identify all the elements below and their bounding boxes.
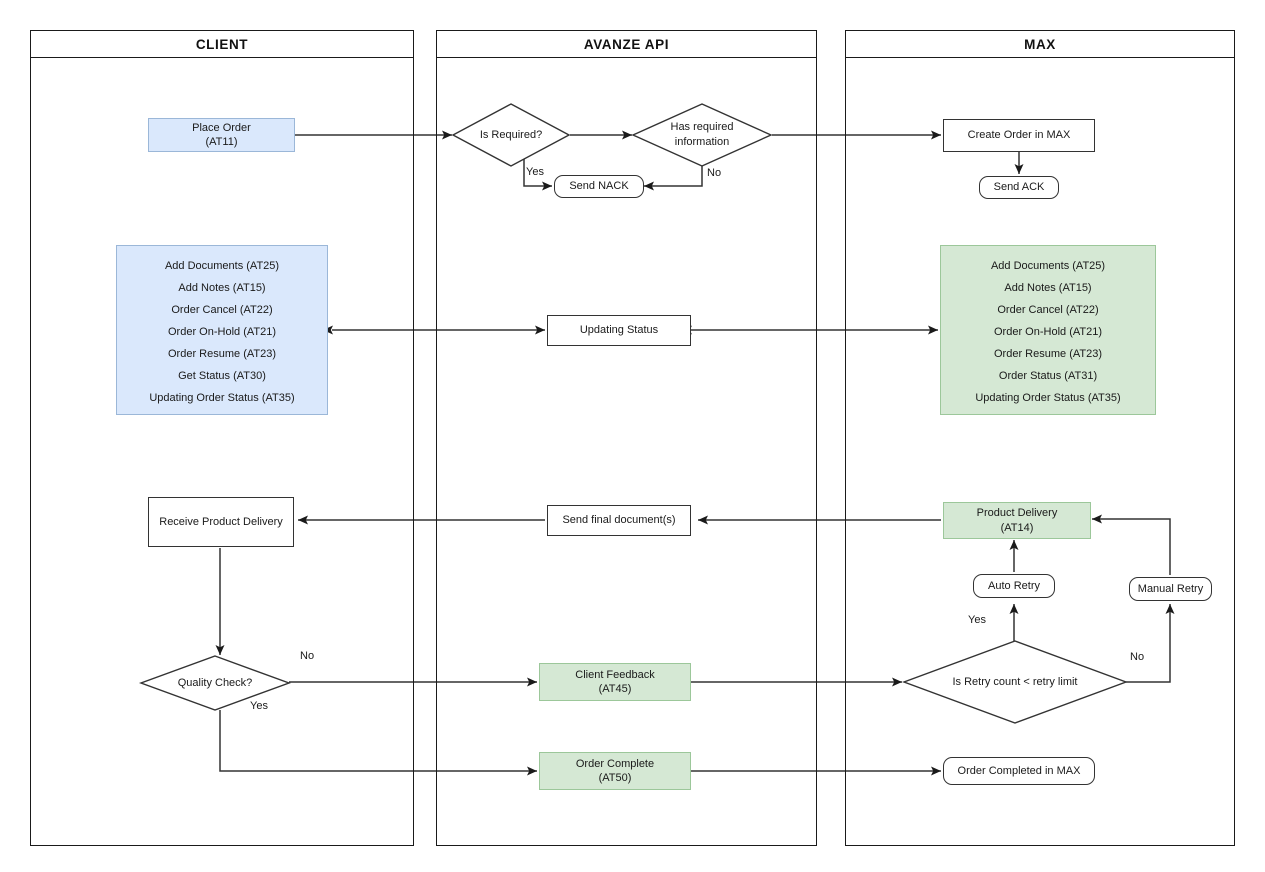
lane-avanze-api: AVANZE API xyxy=(436,30,817,846)
node-create-order-in-max-label: Create Order in MAX xyxy=(967,129,1071,142)
node-retry-limit-check[interactable]: Is Retry count < retry limit xyxy=(901,640,1129,724)
lane-max-title: MAX xyxy=(846,31,1234,58)
node-updating-status[interactable]: Updating Status xyxy=(547,315,691,346)
node-send-final-documents-label: Send final document(s) xyxy=(562,514,676,527)
list-item: Add Notes (AT15) xyxy=(178,282,266,294)
node-client-feedback[interactable]: Client Feedback (AT45) xyxy=(539,663,691,701)
list-item: Order Resume (AT23) xyxy=(994,348,1102,360)
edge-label-quality-check-yes: Yes xyxy=(250,700,268,712)
node-send-nack[interactable]: Send NACK xyxy=(554,175,644,198)
node-auto-retry-label: Auto Retry xyxy=(988,579,1040,592)
lane-client: CLIENT xyxy=(30,30,414,846)
lane-max: MAX xyxy=(845,30,1235,846)
node-order-complete[interactable]: Order Complete (AT50) xyxy=(539,752,691,790)
node-receive-product-delivery-label: Receive Product Delivery xyxy=(159,515,283,528)
list-item: Updating Order Status (AT35) xyxy=(149,392,295,404)
edge-label-quality-check-no: No xyxy=(300,650,315,662)
edge-label-retry-limit-no: No xyxy=(1130,651,1145,663)
lane-avanze-api-title: AVANZE API xyxy=(437,31,816,58)
node-order-complete-line2: (AT50) xyxy=(598,772,632,784)
node-place-order-line2: (AT11) xyxy=(205,136,238,148)
node-manual-retry-label: Manual Retry xyxy=(1137,582,1204,595)
node-place-order[interactable]: Place Order (AT11) xyxy=(148,118,295,152)
list-item: Updating Order Status (AT35) xyxy=(975,392,1121,404)
node-updating-status-label: Updating Status xyxy=(579,324,659,337)
edge-label-has-info-no: No xyxy=(707,167,722,179)
node-receive-product-delivery[interactable]: Receive Product Delivery xyxy=(148,497,294,547)
node-client-feedback-line1: Client Feedback xyxy=(575,668,655,681)
list-item: Order On-Hold (AT21) xyxy=(168,326,276,338)
node-send-final-documents[interactable]: Send final document(s) xyxy=(547,505,691,536)
node-client-feedback-line2: (AT45) xyxy=(598,683,632,695)
list-item: Get Status (AT30) xyxy=(178,370,266,382)
node-send-ack-label: Send ACK xyxy=(993,181,1045,194)
lane-client-title: CLIENT xyxy=(31,31,413,58)
node-has-required-information[interactable]: Has required information xyxy=(631,103,773,167)
edge-label-retry-limit-yes: Yes xyxy=(968,614,986,626)
list-item: Order Resume (AT23) xyxy=(168,348,276,360)
node-manual-retry[interactable]: Manual Retry xyxy=(1129,577,1212,601)
node-order-completed-in-max[interactable]: Order Completed in MAX xyxy=(943,757,1095,785)
list-item: Order Status (AT31) xyxy=(998,370,1098,382)
node-is-required[interactable]: Is Required? xyxy=(451,103,571,167)
node-max-actions[interactable]: Add Documents (AT25) Add Notes (AT15) Or… xyxy=(940,245,1156,415)
list-item: Order On-Hold (AT21) xyxy=(994,326,1102,338)
node-order-complete-line1: Order Complete xyxy=(575,757,655,770)
node-send-ack[interactable]: Send ACK xyxy=(979,176,1059,199)
node-place-order-line1: Place Order xyxy=(192,121,251,134)
node-order-completed-in-max-label: Order Completed in MAX xyxy=(957,764,1081,777)
list-item: Add Documents (AT25) xyxy=(990,260,1106,272)
node-product-delivery-line1: Product Delivery xyxy=(976,507,1058,520)
node-product-delivery[interactable]: Product Delivery (AT14) xyxy=(943,502,1091,539)
node-send-nack-label: Send NACK xyxy=(569,180,629,193)
list-item: Order Cancel (AT22) xyxy=(997,304,1099,316)
edge-label-is-required-yes: Yes xyxy=(526,166,544,178)
node-auto-retry[interactable]: Auto Retry xyxy=(973,574,1055,598)
node-client-actions[interactable]: Add Documents (AT25) Add Notes (AT15) Or… xyxy=(116,245,328,415)
node-product-delivery-line2: (AT14) xyxy=(1000,521,1034,534)
list-item: Order Cancel (AT22) xyxy=(171,304,273,316)
list-item: Add Notes (AT15) xyxy=(1004,282,1092,294)
list-item: Add Documents (AT25) xyxy=(164,260,280,272)
node-create-order-in-max[interactable]: Create Order in MAX xyxy=(943,119,1095,152)
